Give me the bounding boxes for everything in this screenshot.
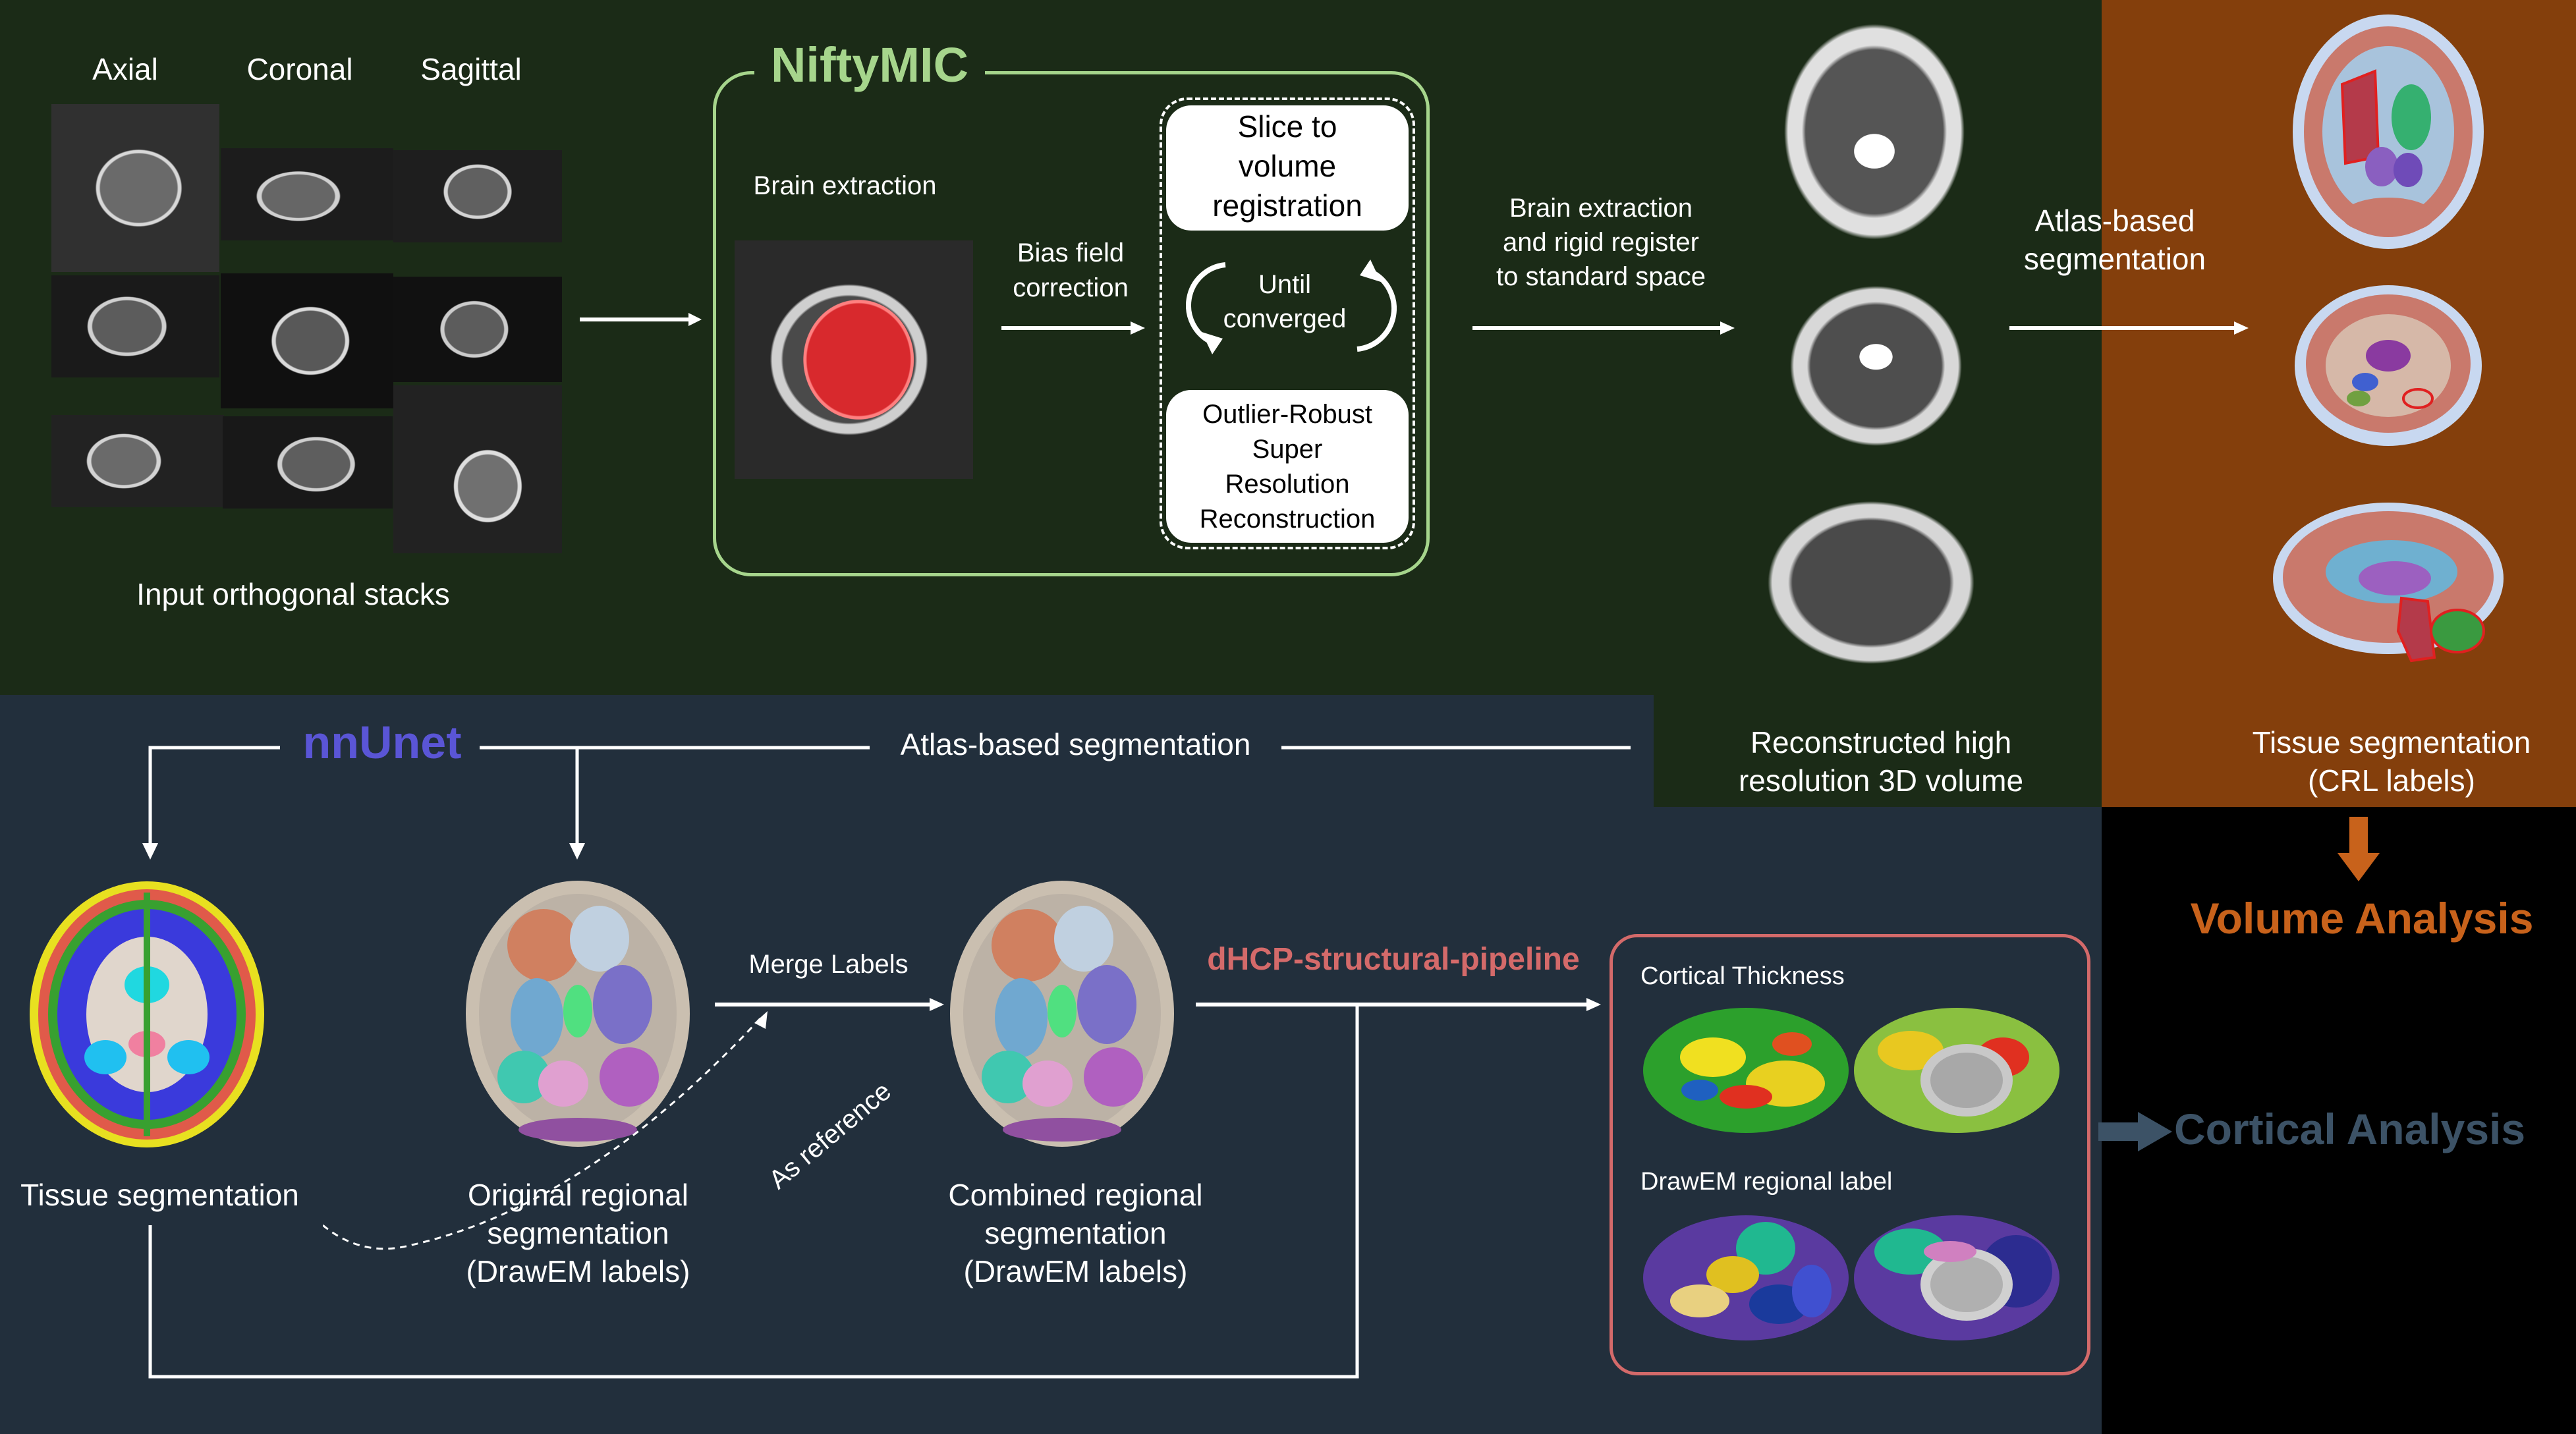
tissue-seg-caption: Tissue segmentation — [20, 1178, 299, 1212]
slice-to-volume-line2: volume — [1238, 149, 1337, 183]
brain-extraction-label: Brain extraction — [753, 171, 937, 200]
outlier-robust-line1: Outlier-Robust — [1202, 400, 1372, 429]
bias-field-line1: Bias field — [1017, 238, 1125, 267]
reconstructed-line1: Reconstructed high — [1750, 725, 2012, 759]
original-line3: (DrawEM labels) — [466, 1254, 690, 1288]
coronal-slice-2 — [221, 273, 393, 408]
until-converged-line1: Until — [1258, 270, 1312, 299]
tissue-crl-line1: Tissue segmentation — [2252, 725, 2531, 759]
reconstruction-panel — [1654, 695, 2102, 807]
reconstructed-coronal — [1779, 275, 1973, 456]
coronal-label: Coronal — [246, 52, 353, 86]
axial-slice-1 — [51, 104, 219, 272]
input-stacks-caption: Input orthogonal stacks — [136, 577, 450, 611]
atlas-top-line1: Atlas-based — [2034, 204, 2195, 238]
nnunet-connector-lines — [142, 746, 1631, 860]
axial-slice-2 — [51, 275, 219, 377]
arrow-to-reconstruction — [1472, 321, 1735, 335]
axial-label: Axial — [92, 52, 158, 86]
axial-slice-3 — [51, 415, 224, 507]
crl-seg-coronal — [2295, 285, 2482, 446]
original-line2: segmentation — [487, 1216, 669, 1250]
cortical-analysis-arrow-icon — [2098, 1112, 2172, 1151]
arrow-to-crl — [2009, 321, 2249, 335]
slice-to-volume-box — [1166, 105, 1409, 231]
outlier-robust-line4: Reconstruction — [1199, 505, 1376, 534]
arrow-stacks-to-niftymic — [580, 313, 702, 326]
as-reference-dashed-arrow — [323, 1011, 768, 1250]
cortical-box — [1610, 934, 2090, 1375]
sagittal-slice-2 — [393, 277, 562, 382]
arrow-merge-labels — [715, 998, 944, 1011]
cortical-thickness-medial — [1854, 1008, 2059, 1133]
bias-field-line2: correction — [1013, 273, 1129, 302]
register-line1: Brain extraction — [1509, 194, 1693, 223]
bottom-panel-top — [0, 695, 1654, 807]
crl-seg-sagittal — [2273, 503, 2504, 663]
reconstructed-sagittal — [1749, 486, 1993, 687]
drawem-regional-label: DrawEM regional label — [1640, 1168, 1893, 1196]
crl-seg-axial — [2293, 14, 2484, 249]
loop-arrows-icon — [1186, 260, 1397, 354]
sagittal-slice-1 — [393, 150, 562, 242]
cortical-thickness-lateral — [1643, 1008, 1849, 1133]
sagittal-label: Sagittal — [420, 52, 522, 86]
dhcp-connector-lines — [148, 998, 1601, 1379]
combined-line3: (DrawEM labels) — [963, 1254, 1188, 1288]
slice-to-volume-line1: Slice to — [1237, 109, 1337, 144]
combined-line2: segmentation — [984, 1216, 1167, 1250]
original-regional-seg — [466, 881, 690, 1147]
reconstructed-axial — [1772, 10, 1976, 254]
volume-analysis-arrow-icon — [2338, 817, 2380, 881]
atlas-bottom-label: Atlas-based segmentation — [900, 727, 1251, 761]
cortical-analysis-label: Cortical Analysis — [2174, 1105, 2526, 1153]
nnunet-tissue-seg — [30, 881, 264, 1147]
sagittal-slice-3 — [393, 385, 562, 553]
original-line1: Original regional — [468, 1178, 688, 1212]
brain-extraction-image — [735, 240, 973, 479]
tissue-crl-line2: (CRL labels) — [2308, 763, 2475, 798]
drawem-regional-medial — [1854, 1215, 2059, 1340]
register-line3: to standard space — [1496, 262, 1706, 291]
combined-regional-seg — [950, 881, 1174, 1147]
arrow-bias-field — [1001, 321, 1145, 335]
niftymic-box — [713, 71, 1430, 576]
outlier-robust-line3: Resolution — [1225, 470, 1350, 499]
volume-analysis-label: Volume Analysis — [2190, 894, 2534, 943]
atlas-top-line2: segmentation — [2023, 242, 2206, 276]
combined-line1: Combined regional — [948, 1178, 1203, 1212]
registration-loop-box — [1160, 97, 1415, 549]
outlier-robust-box — [1166, 390, 1409, 543]
reconstructed-line2: resolution 3D volume — [1738, 763, 2024, 798]
dhcp-title: dHCP-structural-pipeline — [1207, 942, 1580, 977]
nnunet-title: nnUnet — [302, 717, 462, 768]
cortical-thickness-label: Cortical Thickness — [1640, 962, 1845, 990]
drawem-regional-lateral — [1643, 1215, 1849, 1340]
coronal-slice-1 — [221, 148, 393, 240]
register-line2: and rigid register — [1503, 228, 1699, 257]
merge-labels-label: Merge Labels — [748, 950, 909, 979]
niftymic-title: NiftyMIC — [754, 36, 985, 95]
slice-to-volume-line3: registration — [1212, 188, 1362, 223]
outlier-robust-line2: Super — [1252, 435, 1323, 464]
until-converged-line2: converged — [1223, 304, 1347, 333]
coronal-slice-3 — [223, 416, 393, 509]
